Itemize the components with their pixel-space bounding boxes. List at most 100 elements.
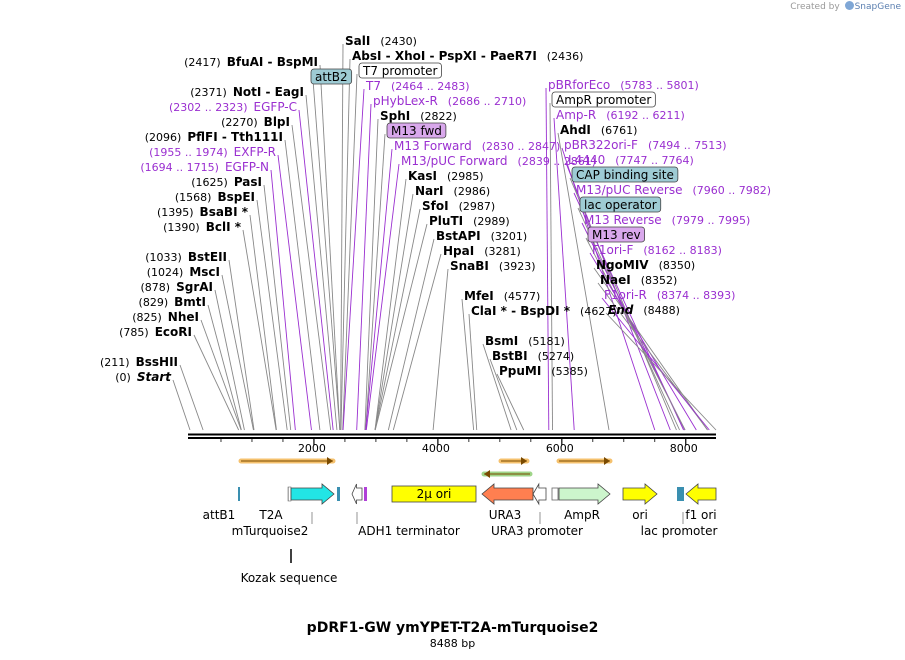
site-label: M13 rev — [587, 226, 645, 243]
site-location: (7494 .. 7513) — [648, 139, 727, 152]
site-label: pBRforEco(5783 .. 5801) — [548, 78, 699, 92]
site-name: EGFP-C — [254, 100, 297, 114]
leader-line — [172, 379, 191, 431]
site-label: BlpI (2270) — [221, 115, 290, 129]
site-label: PflFI - Tth111I (2096) — [145, 130, 283, 144]
svg-text:AmpR: AmpR — [564, 508, 600, 522]
leader-line — [549, 102, 553, 431]
site-location: (2985) — [447, 170, 484, 183]
svg-text:f1 ori: f1 ori — [685, 508, 716, 522]
feature-ura3 — [481, 483, 534, 505]
site-name: T7 — [365, 79, 381, 93]
site-location: (0) — [115, 371, 131, 384]
site-name: BsaBI * — [200, 205, 249, 219]
site-name: BstEII — [188, 250, 227, 264]
site-label: CAP binding site — [571, 166, 679, 183]
feature-tag-text: AmpR promoter — [556, 93, 651, 107]
feature-tag-box — [579, 196, 662, 213]
feature-tag-text: CAP binding site — [576, 168, 674, 182]
site-label: Amp-R(6192 .. 6211) — [556, 108, 685, 122]
credit-brand: SnapGene — [854, 2, 901, 12]
site-name: NarI — [415, 184, 444, 198]
svg-text:URA3 promoter: URA3 promoter — [491, 524, 583, 538]
feature-t2a — [287, 486, 292, 502]
svg-text:T2A: T2A — [258, 508, 283, 522]
leader-line — [284, 139, 321, 431]
site-location: (4627) — [580, 305, 617, 318]
site-name: BclI * — [206, 220, 242, 234]
site-label: M13 Forward(2830 .. 2847) — [394, 139, 560, 153]
site-label: F1ori-F(8162 .. 8183) — [592, 243, 722, 257]
leader-line — [340, 43, 344, 431]
site-name: EGFP-N — [225, 160, 269, 174]
site-label: BstEII(1033) — [145, 250, 227, 264]
feature-tag-text: T7 promoter — [362, 64, 438, 78]
feature-attb1 — [238, 487, 240, 501]
site-name: NaeI — [600, 273, 631, 287]
feature-ampr-prom-box — [551, 487, 559, 501]
feature-ampr — [558, 483, 611, 505]
scale-tick-label: 4000 — [422, 442, 450, 455]
site-label: BsaBI *(1395) — [157, 205, 249, 219]
orf-arrow — [498, 457, 530, 465]
site-name: BlpI — [264, 115, 290, 129]
site-location: (1694 .. 1715) — [140, 161, 219, 174]
site-location: (8350) — [659, 259, 696, 272]
site-name: pBR322ori-F — [564, 138, 638, 152]
site-label: NheI(825) — [132, 310, 199, 324]
feature-tag-box — [386, 122, 447, 139]
site-name: MfeI — [464, 289, 494, 303]
svg-text:Kozak sequence: Kozak sequence — [241, 571, 338, 585]
credit-prefix: Created by — [790, 2, 840, 12]
site-name: PasI — [234, 175, 262, 189]
site-location: (4577) — [504, 290, 541, 303]
feature-label: AmpR — [564, 508, 600, 522]
site-name: PflFI - Tth111I — [187, 130, 283, 144]
feature-tag-text: attB2 — [315, 70, 348, 84]
site-name: Start — [137, 370, 172, 384]
site-labels: SalI(2430)AbsI - XhoI - PspXI - PaeR7I(2… — [100, 34, 771, 384]
feature-label: lac promoter — [641, 512, 717, 538]
leader-line — [601, 297, 710, 431]
feature-tag-text: lac operator — [584, 198, 657, 212]
site-location: (829) — [139, 296, 169, 309]
site-location: (2096) — [145, 131, 182, 144]
site-location: (2989) — [473, 215, 510, 228]
leader-line — [256, 199, 288, 431]
site-label: BclI *(1390) — [163, 220, 242, 234]
leader-line — [496, 373, 525, 431]
site-name: BstBI — [492, 349, 528, 363]
leader-line — [214, 289, 245, 431]
leader-line — [342, 73, 358, 431]
feature-2-ori: 2μ ori — [391, 485, 477, 503]
site-label: BstAPI(3201) — [436, 229, 527, 243]
site-label: Start (0) — [115, 370, 172, 384]
leader-line — [277, 154, 312, 431]
site-name: F1ori-F — [592, 243, 633, 257]
svg-text:ori: ori — [632, 508, 648, 522]
site-name: EcoRI — [155, 325, 192, 339]
site-location: (1568) — [175, 191, 212, 204]
leader-line — [221, 274, 254, 431]
leader-line — [589, 252, 697, 431]
site-name: L4440 — [568, 153, 605, 167]
site-label: F1ori-R(8374 .. 8393) — [604, 288, 735, 302]
site-label: ClaI * - BspDI *(4627) — [471, 304, 617, 318]
site-label: M13 Reverse(7979 .. 7995) — [584, 213, 750, 227]
site-location: (8374 .. 8393) — [657, 289, 736, 302]
site-label: M13 fwd — [386, 122, 447, 139]
site-location: (2270) — [221, 116, 258, 129]
map-title: pDRF1-GW ymYPET-T2A-mTurquoise2 — [306, 620, 599, 636]
site-label: NarI(2986) — [415, 184, 490, 198]
site-label: EcoRI (785) — [119, 325, 192, 339]
site-location: (2430) — [380, 35, 417, 48]
site-label: SfoI(2987) — [422, 199, 495, 213]
leader-line — [228, 259, 255, 431]
feature-label: T2A — [258, 508, 283, 522]
leader-line — [374, 178, 407, 431]
site-location: (2417) — [184, 56, 221, 69]
site-location: (5385) — [551, 365, 588, 378]
site-location: (785) — [119, 326, 149, 339]
site-location: (6761) — [601, 124, 638, 137]
